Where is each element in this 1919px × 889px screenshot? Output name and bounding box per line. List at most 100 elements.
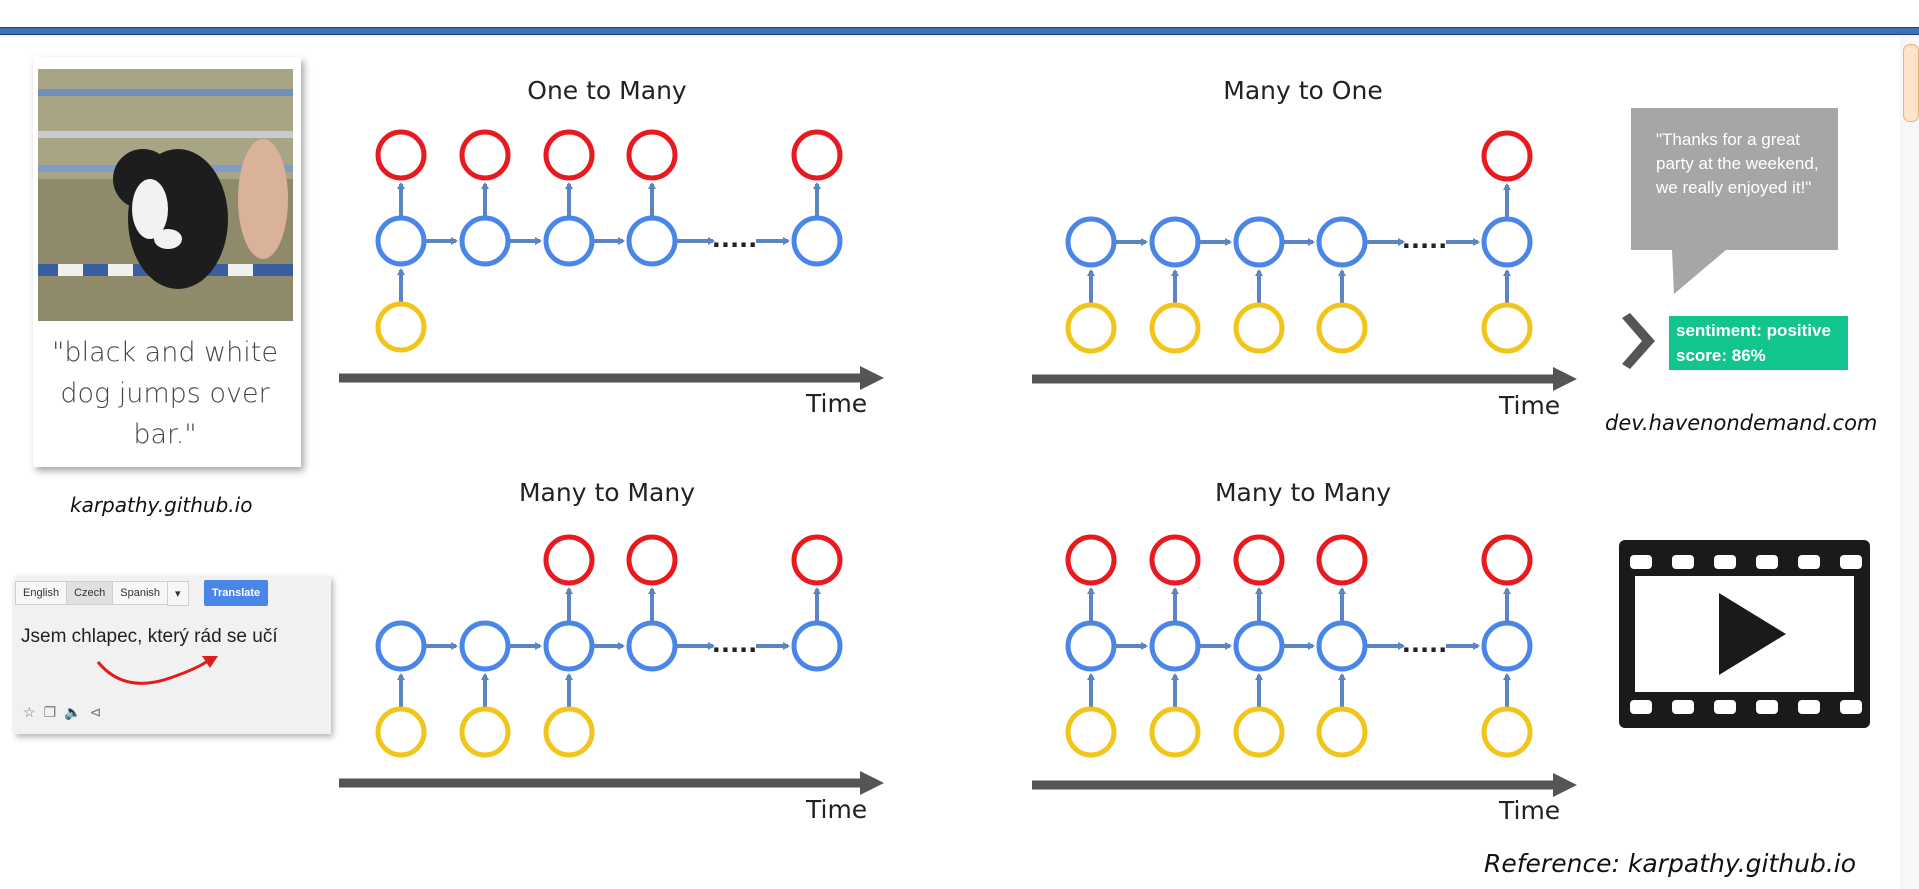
hidden-node: [459, 620, 511, 672]
translated-text: Jsem chlapec, který rád se učí: [21, 626, 278, 647]
slide-canvas: [0, 37, 1900, 889]
output-node: [626, 534, 678, 586]
output-node: [1065, 534, 1117, 586]
dog-photo: [38, 69, 293, 321]
film-hole: [1840, 555, 1862, 569]
film-hole: [1756, 555, 1778, 569]
hidden-node: [543, 215, 595, 267]
input-node: [1316, 706, 1368, 758]
scroll-gutter: [1901, 37, 1919, 889]
ellipsis-many-to-one: .....: [1402, 226, 1448, 254]
hidden-node: [626, 215, 678, 267]
ellipsis-many-to-many-1: .....: [712, 630, 758, 658]
hidden-node: [1233, 216, 1285, 268]
output-node: [1316, 534, 1368, 586]
hidden-node: [459, 215, 511, 267]
output-node: [459, 129, 511, 181]
output-node: [1481, 534, 1533, 586]
language-dropdown-icon[interactable]: ▾: [167, 580, 189, 606]
star-icon[interactable]: ☆: [23, 704, 36, 720]
hidden-node: [1316, 620, 1368, 672]
curved-arrow-icon: [96, 656, 218, 685]
copy-icon[interactable]: ❐: [43, 704, 57, 720]
speaker-icon[interactable]: 🔈: [64, 704, 82, 720]
output-node: [543, 534, 595, 586]
sentiment-result-box: sentiment: positive score: 86%: [1669, 316, 1848, 370]
translate-toolbar: ☆ ❐ 🔈 ⊲: [23, 704, 101, 721]
sentiment-result-line1: sentiment: positive: [1676, 321, 1831, 340]
tab-czech[interactable]: Czech: [66, 581, 114, 605]
top-accent-line: [0, 27, 1919, 35]
output-node: [791, 534, 843, 586]
film-hole: [1798, 700, 1820, 714]
sentiment-result-line2: score: 86%: [1676, 346, 1766, 365]
translate-widget: English Czech Spanish ▾ Translate Jsem c…: [14, 576, 331, 734]
diagram-nodes-layer: ....................: [339, 129, 1577, 797]
input-node: [375, 706, 427, 758]
input-node: [1233, 706, 1285, 758]
film-hole: [1798, 555, 1820, 569]
film-hole: [1630, 700, 1652, 714]
input-node: [375, 301, 427, 353]
input-node: [1481, 302, 1533, 354]
translate-language-tabs: English Czech Spanish ▾: [14, 576, 189, 610]
output-node: [1481, 130, 1533, 182]
input-node: [1149, 706, 1201, 758]
hidden-node: [1233, 620, 1285, 672]
output-node: [1149, 534, 1201, 586]
time-label-4: Time: [1499, 796, 1561, 825]
output-node: [543, 129, 595, 181]
sentiment-quote: "Thanks for a great party at the weekend…: [1656, 130, 1819, 197]
ellipsis-one-to-many: .....: [712, 225, 758, 253]
tab-spanish[interactable]: Spanish: [112, 581, 169, 605]
film-hole: [1714, 700, 1736, 714]
translate-button[interactable]: Translate: [204, 580, 268, 606]
tab-english[interactable]: English: [15, 581, 68, 605]
input-node: [1481, 706, 1533, 758]
title-many-to-one: Many to One: [1223, 76, 1383, 105]
hidden-node: [375, 215, 427, 267]
chevron-right-icon: [1622, 313, 1655, 369]
sentiment-credit: dev.havenondemand.com: [1605, 411, 1878, 435]
hidden-node: [1065, 216, 1117, 268]
speech-bubble: [1631, 108, 1838, 294]
input-node: [1233, 302, 1285, 354]
input-node: [543, 706, 595, 758]
hidden-node: [375, 620, 427, 672]
image-credit: karpathy.github.io: [70, 493, 253, 517]
title-one-to-many: One to Many: [527, 76, 687, 105]
film-hole: [1714, 555, 1736, 569]
hidden-node: [791, 620, 843, 672]
input-node: [1316, 302, 1368, 354]
title-many-to-many-2: Many to Many: [1214, 478, 1392, 507]
hidden-node: [1481, 620, 1533, 672]
reference-text: Reference: karpathy.github.io: [1484, 849, 1857, 878]
hidden-node: [543, 620, 595, 672]
input-node: [459, 706, 511, 758]
hidden-node: [1065, 620, 1117, 672]
time-label-1: Time: [806, 389, 868, 418]
film-hole: [1672, 555, 1694, 569]
hidden-node: [791, 215, 843, 267]
input-node: [1065, 302, 1117, 354]
share-icon[interactable]: ⊲: [89, 704, 102, 720]
time-label-3: Time: [806, 795, 868, 824]
film-hole: [1840, 700, 1862, 714]
hidden-node: [1316, 216, 1368, 268]
input-node: [1065, 706, 1117, 758]
film-hole: [1756, 700, 1778, 714]
output-node: [791, 129, 843, 181]
image-caption: "black and white dog jumps over bar.": [52, 337, 278, 450]
hidden-node: [626, 620, 678, 672]
film-hole: [1672, 700, 1694, 714]
time-label-2: Time: [1499, 391, 1561, 420]
input-node: [1149, 302, 1201, 354]
output-node: [626, 129, 678, 181]
hidden-node: [1149, 216, 1201, 268]
film-hole: [1630, 555, 1652, 569]
title-many-to-many-1: Many to Many: [518, 478, 696, 507]
hidden-node: [1149, 620, 1201, 672]
window-top-bar: [0, 0, 1919, 35]
output-node: [1233, 534, 1285, 586]
